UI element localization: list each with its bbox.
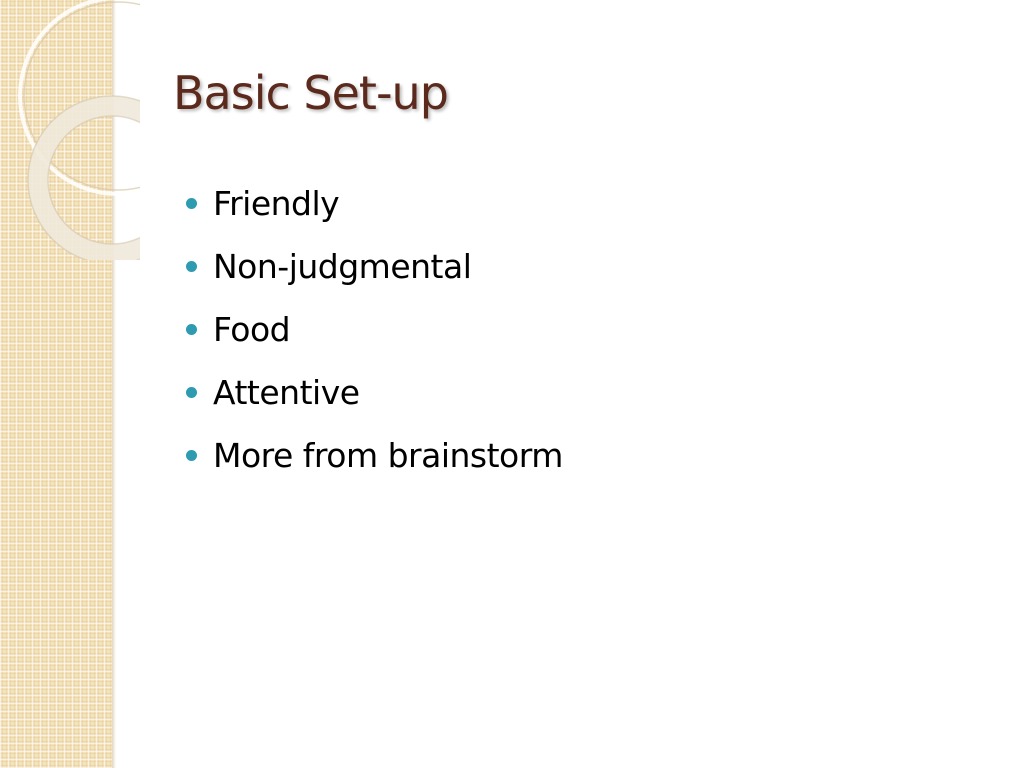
decorative-rings-icon: [18, 0, 140, 260]
bullet-text: Friendly: [213, 184, 340, 223]
bullet-text: Attentive: [213, 373, 360, 412]
bullet-item: Attentive: [186, 361, 563, 424]
bullet-dot-icon: [186, 324, 197, 335]
bullet-item: Non-judgmental: [186, 235, 563, 298]
bullet-item: Friendly: [186, 172, 563, 235]
bullet-item: More from brainstorm: [186, 424, 563, 487]
bullet-dot-icon: [186, 198, 197, 209]
bullet-dot-icon: [186, 261, 197, 272]
bullet-text: More from brainstorm: [213, 436, 563, 475]
bullet-text: Non-judgmental: [213, 247, 472, 286]
slide-title: Basic Set-up: [173, 66, 449, 120]
side-panel-shadow: [112, 0, 116, 768]
bullet-dot-icon: [186, 450, 197, 461]
bullet-list: Friendly Non-judgmental Food Attentive M…: [186, 172, 563, 487]
bullet-text: Food: [213, 310, 291, 349]
bullet-dot-icon: [186, 387, 197, 398]
bullet-item: Food: [186, 298, 563, 361]
